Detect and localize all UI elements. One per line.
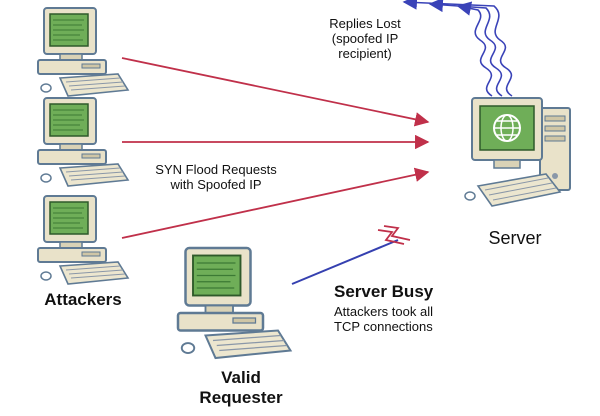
desktop-computer-icon: [37, 97, 129, 187]
desktop-computer-icon: [176, 246, 292, 360]
attacker-computer-1: [37, 7, 129, 97]
valid-requester-computer: [176, 246, 292, 360]
server-busy-label: Server Busy: [334, 282, 434, 301]
desktop-computer-icon: [37, 7, 129, 97]
server-label: Server: [488, 228, 542, 248]
valid-request-arrow: [291, 239, 399, 285]
valid-requester-line-2: Requester: [199, 388, 283, 407]
server-computer-icon: [464, 97, 571, 207]
replies-lost-line-2: (spoofed IP: [331, 31, 399, 46]
connection-break-mark: [377, 225, 411, 245]
replies-lost-label: Replies Lost (spoofed IP recipient): [300, 16, 430, 61]
syn-flood-line-1: SYN Flood Requests: [155, 162, 277, 177]
reply-wave-2: [428, 0, 503, 97]
valid-requester-label: Valid Requester: [186, 368, 296, 408]
attacker-computer-3: [37, 195, 129, 285]
syn-flood-line-2: with Spoofed IP: [170, 177, 262, 192]
valid-requester-line-1: Valid: [221, 368, 261, 387]
desktop-computer-icon: [37, 195, 129, 285]
attacker-computer-2: [37, 97, 129, 187]
attack-arrow-3: [121, 167, 430, 239]
server-computer: [464, 97, 571, 207]
attack-arrow-1: [121, 57, 430, 127]
server-busy-line-2: TCP connections: [334, 319, 433, 334]
reply-wave-1: [456, 1, 493, 97]
replies-lost-line-1: Replies Lost: [329, 16, 401, 31]
server-busy-line-1: Attackers took all: [334, 304, 433, 319]
server-busy-description: Attackers took all TCP connections: [334, 304, 464, 334]
reply-wave-3: [402, 0, 513, 97]
reply-waves: [402, 0, 513, 97]
attackers-label: Attackers: [44, 290, 122, 309]
syn-flood-label: SYN Flood Requests with Spoofed IP: [136, 162, 296, 192]
replies-lost-line-3: recipient): [338, 46, 392, 61]
